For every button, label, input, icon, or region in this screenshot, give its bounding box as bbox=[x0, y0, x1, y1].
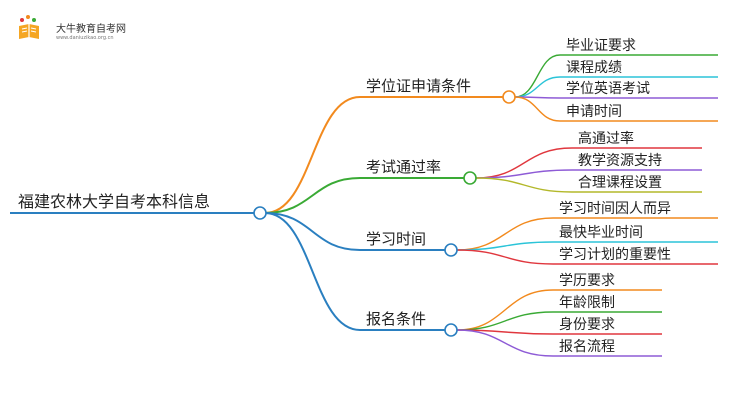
leaf-connector bbox=[514, 54, 561, 98]
brand-logo: 大牛教育自考网 www.daniuzikao.org.cn bbox=[14, 14, 134, 48]
branch-node bbox=[444, 243, 458, 257]
leaf-connector bbox=[456, 329, 554, 357]
leaf-connector bbox=[456, 249, 554, 265]
mind-map-labels: 福建农林大学自考本科信息 学位证申请条件 毕业证要求课程成绩学位英语考试申请时间考试… bbox=[18, 38, 671, 355]
leaf-label: 学习计划的重要性 bbox=[559, 247, 671, 263]
mind-map-nodes bbox=[253, 90, 516, 337]
branch-label: 学习时间 bbox=[366, 230, 426, 248]
branch-label: 学位证申请条件 bbox=[366, 77, 471, 95]
leaf-connector bbox=[475, 177, 573, 193]
leaf-label: 年龄限制 bbox=[559, 295, 615, 311]
branch-connector bbox=[264, 212, 361, 251]
branch-label: 考试通过率 bbox=[366, 158, 441, 176]
mind-map-edges bbox=[10, 54, 718, 357]
branch-label: 报名条件 bbox=[366, 310, 426, 328]
brand-name: 大牛教育自考网 bbox=[56, 24, 126, 35]
leaf-label: 学位英语考试 bbox=[566, 80, 650, 97]
leaf-label: 教学资源支持 bbox=[578, 153, 662, 169]
branch-connector bbox=[264, 177, 361, 214]
leaf-label: 课程成绩 bbox=[566, 60, 622, 76]
leaf-connector bbox=[475, 147, 573, 179]
leaf-connector bbox=[456, 217, 554, 251]
root-node bbox=[253, 206, 267, 220]
branch-node bbox=[463, 171, 477, 185]
branch-node bbox=[502, 90, 516, 104]
leaf-connector bbox=[514, 96, 561, 122]
leaf-label: 学历要求 bbox=[559, 273, 615, 289]
leaf-connector bbox=[456, 311, 554, 331]
leaf-label: 学习时间因人而异 bbox=[559, 201, 671, 217]
leaf-label: 毕业证要求 bbox=[566, 38, 636, 54]
leaf-connector bbox=[514, 76, 561, 98]
book-icon bbox=[19, 15, 39, 39]
leaf-connector bbox=[456, 241, 554, 251]
leaf-connector bbox=[475, 169, 573, 179]
leaf-label: 高通过率 bbox=[578, 130, 634, 147]
leaf-label: 合理课程设置 bbox=[578, 175, 662, 191]
leaf-label: 身份要求 bbox=[559, 317, 615, 333]
brand-url: www.daniuzikao.org.cn bbox=[56, 35, 114, 41]
leaf-label: 最快毕业时间 bbox=[559, 225, 643, 241]
leaf-label: 报名流程 bbox=[559, 339, 615, 355]
root-label: 福建农林大学自考本科信息 bbox=[18, 192, 210, 211]
leaf-label: 申请时间 bbox=[566, 104, 622, 120]
branch-connector bbox=[264, 96, 361, 214]
branch-connector bbox=[264, 212, 361, 331]
branch-node bbox=[444, 323, 458, 337]
leaf-connector bbox=[456, 289, 554, 331]
